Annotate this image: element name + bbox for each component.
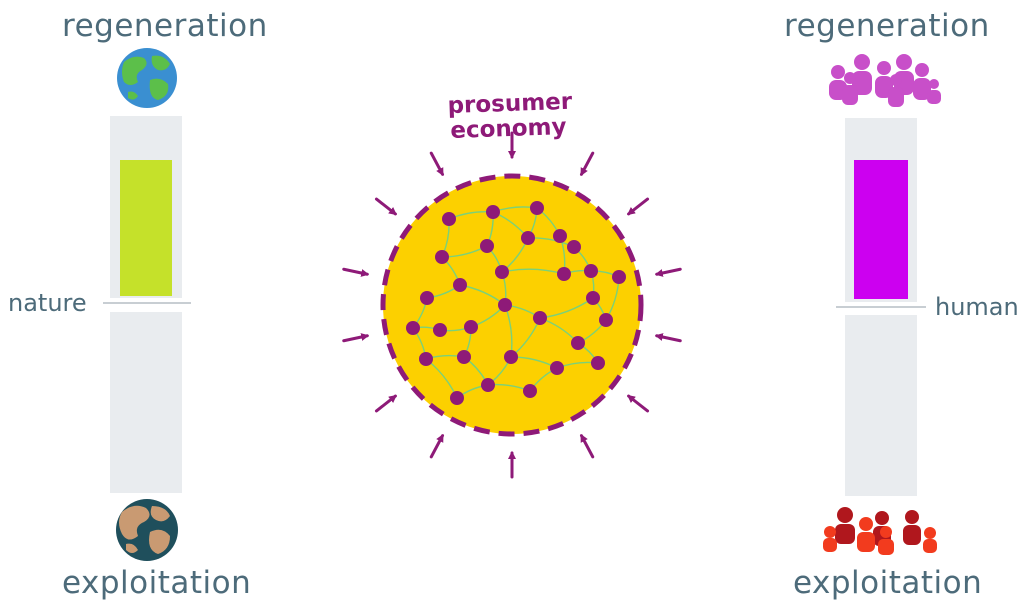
prosumer-node xyxy=(435,250,449,264)
inflow-arrow xyxy=(654,333,682,343)
prosumer-node xyxy=(567,240,581,254)
prosumer-node xyxy=(406,321,420,335)
inflow-arrow xyxy=(374,394,397,413)
inflow-arrow xyxy=(579,151,595,177)
prosumer-node xyxy=(433,323,447,337)
nature-regeneration-label: regeneration xyxy=(62,8,268,44)
human-exploitation-label: exploitation xyxy=(793,565,983,601)
prosumer-node xyxy=(533,311,547,325)
prosumer-node xyxy=(457,350,471,364)
prosumer-node xyxy=(591,356,605,370)
inflow-arrow xyxy=(627,197,650,216)
prosumer-node xyxy=(612,270,626,284)
human-regeneration-fill xyxy=(854,160,908,299)
inflow-arrow xyxy=(627,394,650,413)
prosumer-node xyxy=(550,361,564,375)
prosumer-node xyxy=(420,291,434,305)
prosumer-node xyxy=(571,336,585,350)
nature-regeneration-fill xyxy=(120,160,172,296)
prosumer-node xyxy=(464,320,478,334)
inflow-arrow xyxy=(342,333,370,343)
prosumer-node xyxy=(504,350,518,364)
human-regeneration-label: regeneration xyxy=(784,8,990,44)
prosumer-node xyxy=(450,391,464,405)
nature-bar-lower-track xyxy=(110,312,182,493)
inflow-arrow xyxy=(579,433,595,459)
prosumer-node xyxy=(419,352,433,366)
inflow-arrow xyxy=(654,267,682,277)
nature-side-label: nature xyxy=(8,289,87,317)
prosumer-node xyxy=(584,264,598,278)
prosumer-node xyxy=(523,384,537,398)
prosumer-node xyxy=(442,212,456,226)
prosumer-node xyxy=(480,239,494,253)
prosumer-node xyxy=(553,229,567,243)
prosumer-node xyxy=(586,291,600,305)
prosumer-node xyxy=(521,231,535,245)
prosumer-node xyxy=(453,278,467,292)
prosumer-node xyxy=(486,205,500,219)
prosumer-node xyxy=(557,267,571,281)
prosumer-node xyxy=(599,313,613,327)
nature-baseline-divider xyxy=(103,302,191,304)
human-side-label: human xyxy=(935,293,1019,321)
inflow-arrow xyxy=(374,197,397,216)
prosumer-node xyxy=(481,378,495,392)
prosumer-node xyxy=(530,201,544,215)
human-bar-lower-track xyxy=(845,315,917,496)
inflow-arrow xyxy=(429,151,445,177)
human-baseline-divider xyxy=(836,306,926,308)
prosumer-node xyxy=(495,265,509,279)
inflow-arrow xyxy=(429,433,445,459)
inflow-arrow xyxy=(342,267,370,277)
prosumer-node xyxy=(498,298,512,312)
nature-exploitation-label: exploitation xyxy=(62,565,252,601)
